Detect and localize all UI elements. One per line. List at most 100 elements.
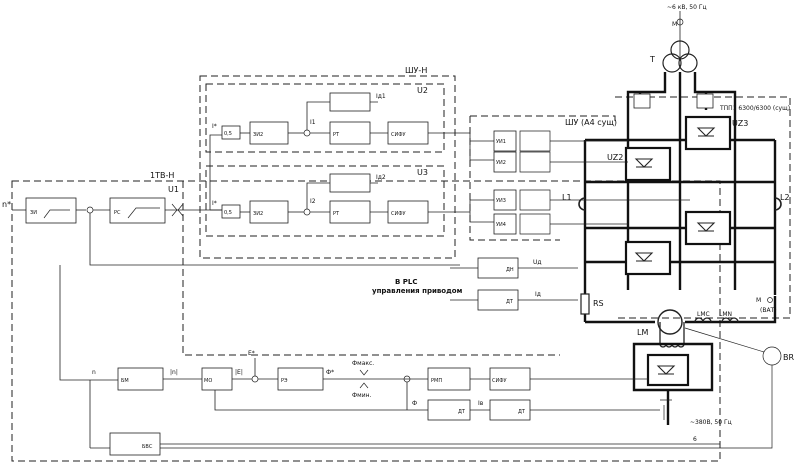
label-block-dt2: ДТ bbox=[458, 409, 466, 415]
label-block-zi3: ЗИ2 bbox=[253, 211, 263, 217]
label-block-re: РЭ bbox=[281, 378, 288, 384]
group-outline-u2 bbox=[205, 83, 445, 153]
coil-lmc bbox=[694, 317, 712, 323]
label-block-rt1: РТ bbox=[333, 132, 340, 138]
label-l2: L2 bbox=[780, 193, 790, 202]
label-block-rmp: РМП bbox=[431, 378, 442, 384]
label-transformer: T bbox=[649, 55, 655, 64]
label-i-ref1: I* bbox=[212, 123, 217, 130]
transformer-secondary-left bbox=[662, 53, 682, 73]
motor-m bbox=[657, 309, 683, 335]
thyristor-uz2 bbox=[624, 146, 672, 182]
const-k1 bbox=[221, 125, 241, 140]
summator-e bbox=[251, 375, 259, 383]
pulse-transformer-2 bbox=[696, 93, 714, 109]
label-mod2: |Е| bbox=[235, 369, 243, 376]
block-uni4 bbox=[493, 213, 517, 235]
label-const-k1: 0,5 bbox=[224, 131, 232, 137]
reactor-l2 bbox=[774, 197, 782, 211]
block-zi bbox=[25, 197, 77, 224]
summator-speed bbox=[86, 206, 94, 214]
summator-i2 bbox=[303, 208, 311, 216]
block-uni2 bbox=[493, 151, 517, 173]
label-supply-top: ~6 кВ, 50 Гц bbox=[667, 4, 707, 11]
label-u3: U3 bbox=[417, 168, 428, 177]
label-block-dn: ДН bbox=[506, 267, 514, 273]
label-n: n bbox=[92, 369, 96, 376]
shunt-rs bbox=[580, 293, 590, 315]
block-bvs bbox=[109, 432, 161, 456]
label-uz3: UZ3 bbox=[732, 119, 748, 128]
label-block-bvs: БВС bbox=[142, 444, 153, 450]
field-thyristor bbox=[646, 353, 690, 387]
reactor-l1 bbox=[578, 197, 586, 211]
block-dt-feedback2 bbox=[329, 173, 371, 193]
label-block-rt2: РТ bbox=[333, 211, 340, 217]
label-block-zi: ЗИ bbox=[30, 210, 37, 216]
label-block-sifu3: СИФУ bbox=[492, 378, 507, 384]
block-dt-feedback1 bbox=[329, 92, 371, 112]
label-shu-a4: ШУ (А4 сущ) bbox=[565, 118, 617, 127]
label-block-sifu1: СИФУ bbox=[391, 132, 406, 138]
label-i-ref2: I* bbox=[212, 200, 217, 207]
label-plc-2: управления приводом bbox=[372, 287, 463, 295]
label-i1: I1 bbox=[310, 119, 316, 126]
block-uni1 bbox=[493, 130, 517, 152]
const-k2 bbox=[221, 204, 241, 219]
label-block-mo: МО bbox=[204, 378, 212, 384]
label-block-sifu2: СИФУ bbox=[391, 211, 406, 217]
label-lmc: LMC bbox=[697, 311, 710, 318]
pulse-transformer-1 bbox=[633, 93, 651, 109]
tachogenerator-br bbox=[762, 346, 782, 366]
label-block-bm: БМ bbox=[121, 378, 129, 384]
label-lm: LM bbox=[637, 328, 648, 337]
label-block-uni2: УИ2 bbox=[496, 160, 506, 166]
label-plc-1: В PLC bbox=[395, 278, 418, 286]
label-u2: U2 bbox=[417, 86, 428, 95]
block-uni3 bbox=[493, 189, 517, 211]
label-i2: I2 bbox=[310, 198, 316, 205]
label-block-uni4: УИ4 bbox=[496, 222, 506, 228]
label-block-uni1: УИ1 bbox=[496, 139, 506, 145]
thyristor-bridge-3 bbox=[684, 210, 732, 246]
label-ud: Uд bbox=[533, 259, 542, 266]
label-block-uni3: УИ3 bbox=[496, 198, 506, 204]
label-tv-n: 1ТВ-Н bbox=[150, 171, 174, 180]
label-supply-excitation: ~380В, 50 Гц bbox=[690, 419, 732, 426]
label-six: 6 bbox=[693, 436, 697, 443]
label-br: BR bbox=[783, 353, 794, 362]
label-breaker-m2: M bbox=[756, 297, 761, 304]
coil-lmn bbox=[721, 317, 739, 323]
group-outline-shu-a4 bbox=[182, 115, 616, 356]
label-uz2: UZ2 bbox=[607, 153, 623, 162]
label-l1: L1 bbox=[562, 193, 572, 202]
label-tpp: ТПП1 6300/6300 (сущ) bbox=[719, 105, 790, 112]
label-phi-min: Фмин. bbox=[352, 392, 372, 399]
group-outline-shu-n bbox=[199, 75, 456, 259]
thyristor-bridge-4 bbox=[624, 240, 672, 276]
label-n-ref: n* bbox=[2, 200, 11, 209]
label-u1: U1 bbox=[168, 185, 179, 194]
label-rs: RS bbox=[593, 299, 604, 308]
block-rs bbox=[109, 197, 166, 224]
thyristor-uz3 bbox=[684, 115, 732, 151]
label-mod1: |n| bbox=[170, 369, 178, 376]
label-id2: Iд2 bbox=[376, 174, 386, 181]
label-breaker-m: M bbox=[672, 21, 677, 28]
label-phi-ref: Ф* bbox=[326, 369, 334, 376]
label-const-k2: 0,5 bbox=[224, 210, 232, 216]
label-e-ref: E* bbox=[248, 350, 255, 357]
label-block-dt3: ДТ bbox=[518, 409, 526, 415]
label-shu-n: ШУ-Н bbox=[405, 66, 427, 75]
label-bat: (ВАТ) bbox=[760, 307, 777, 314]
breaker-m-bat bbox=[767, 297, 773, 303]
breaker-m-top bbox=[676, 18, 684, 26]
label-phi: Ф bbox=[412, 400, 417, 407]
label-block-zi2: ЗИ2 bbox=[253, 132, 263, 138]
label-lmn: LMN bbox=[719, 311, 732, 318]
label-block-dt: ДТ bbox=[506, 299, 514, 305]
transformer-secondary-right bbox=[678, 53, 698, 73]
summator-i1 bbox=[303, 129, 311, 137]
label-block-rs: РС bbox=[114, 210, 121, 216]
